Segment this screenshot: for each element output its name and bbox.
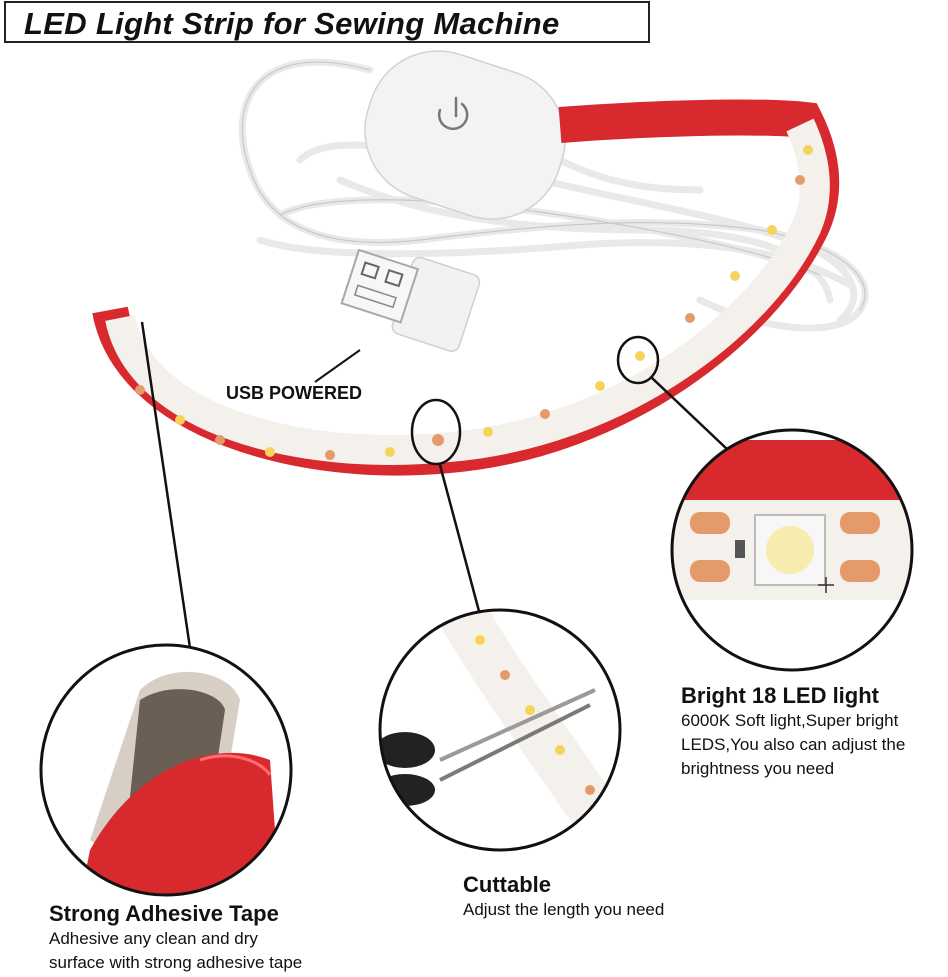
feature-cuttable: Cuttable Adjust the length you need <box>463 872 664 922</box>
usb-powered-label: USB POWERED <box>226 383 363 403</box>
feature-bright-heading: Bright 18 LED light <box>681 683 879 708</box>
feature-bright-desc-1: 6000K Soft light,Super bright <box>681 711 899 730</box>
led-marker <box>616 335 660 385</box>
feature-bright-desc-2: LEDS,You also can adjust the <box>681 735 906 754</box>
page-title: LED Light Strip for Sewing Machine <box>24 6 560 41</box>
callout-markers <box>140 321 729 649</box>
cut-marker <box>410 398 462 466</box>
feature-adhesive-desc-1: Adhesive any clean and dry <box>49 929 258 948</box>
feature-adhesive-heading: Strong Adhesive Tape <box>49 901 279 926</box>
usb-plug <box>340 248 481 352</box>
feature-cuttable-desc-1: Adjust the length you need <box>463 900 665 919</box>
zoom-led-closeup <box>670 428 914 672</box>
feature-adhesive: Strong Adhesive Tape Adhesive any clean … <box>49 901 302 975</box>
led-strip <box>92 99 840 476</box>
strip-leds <box>135 145 813 460</box>
zoom-adhesive-tape <box>39 643 293 897</box>
scissors-icon <box>380 688 596 806</box>
power-icon <box>437 96 469 131</box>
zoom-cutting <box>378 608 622 852</box>
touch-switch <box>364 50 566 220</box>
title-box: LED Light Strip for Sewing Machine <box>4 1 650 43</box>
feature-cuttable-heading: Cuttable <box>463 872 551 897</box>
feature-bright: Bright 18 LED light 6000K Soft light,Sup… <box>681 683 905 781</box>
feature-adhesive-desc-2: surface with strong adhesive tape <box>49 953 303 972</box>
feature-bright-desc-3: brightness you need <box>681 759 835 778</box>
usb-pointer-line <box>314 349 361 383</box>
